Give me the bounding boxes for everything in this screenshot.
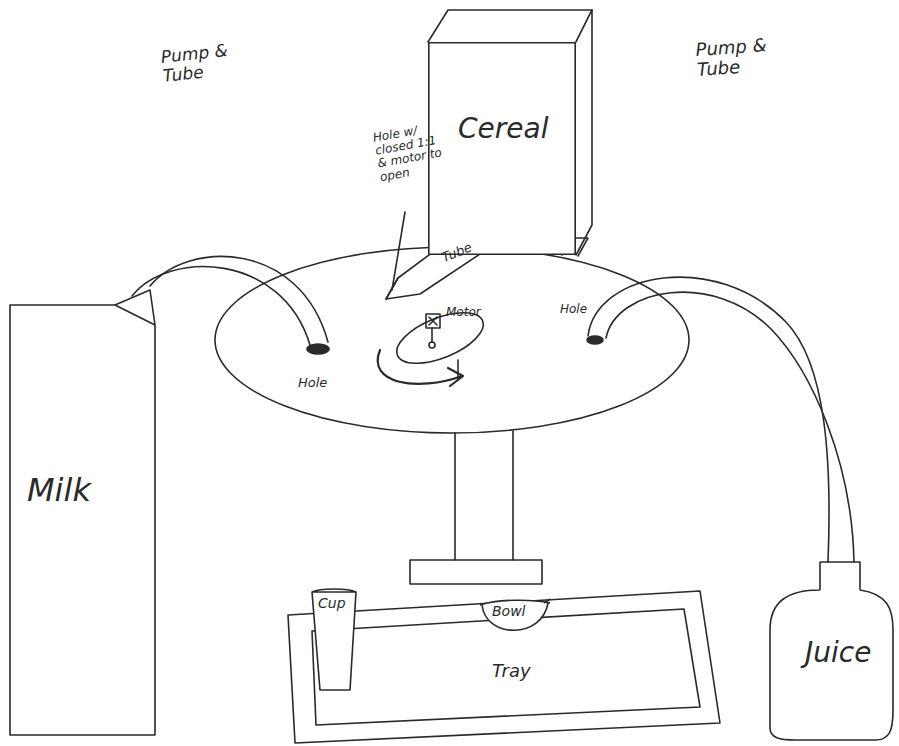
motor-cross (429, 317, 437, 325)
motor-symbol (426, 314, 440, 328)
milk-hole (307, 344, 329, 354)
rotation-arrow (378, 350, 462, 384)
part-name: Hole (560, 303, 600, 316)
cup: Cup (310, 588, 358, 693)
cereal-box-outline (428, 42, 576, 255)
node-text: Tray (492, 661, 572, 681)
bowl: Bowl (478, 597, 552, 642)
cereal-side-face (576, 10, 592, 255)
stand-stem (455, 431, 513, 560)
motor-shaft (431, 328, 433, 342)
motor-shaft-end (429, 342, 435, 348)
node-text: Milk (27, 473, 147, 508)
milk-carton: Milk (5, 283, 165, 741)
rotation-arrow-head (448, 368, 463, 386)
leader-line (392, 212, 405, 290)
milk-carton-outline (10, 290, 155, 735)
node-text: Juice (805, 638, 895, 669)
node-text: Cereal (458, 114, 568, 145)
juice-hole (587, 336, 603, 344)
milk-tube (150, 256, 328, 342)
part-name: Hole (298, 376, 338, 390)
node-text: Bowl (492, 604, 542, 619)
juice-tube (588, 277, 829, 562)
cereal-box-outline (429, 43, 575, 254)
juice-tube (606, 292, 854, 562)
tray: Tray CupBowl (280, 585, 725, 745)
stand-foot (410, 560, 542, 584)
part-note: Pump & Tube (160, 40, 236, 85)
node-text: Cup (318, 596, 358, 611)
part-name: Motor (446, 306, 492, 319)
bowl-outline (480, 599, 550, 630)
cereal-top-face (428, 10, 592, 42)
milk-carton-outline (5, 283, 165, 741)
milk-tube (132, 267, 310, 345)
cereal-box: Cereal (428, 42, 576, 255)
part-note: Pump & Tube (695, 34, 788, 80)
juice-bottle: Juice (765, 560, 898, 742)
platform-disc (215, 247, 689, 433)
